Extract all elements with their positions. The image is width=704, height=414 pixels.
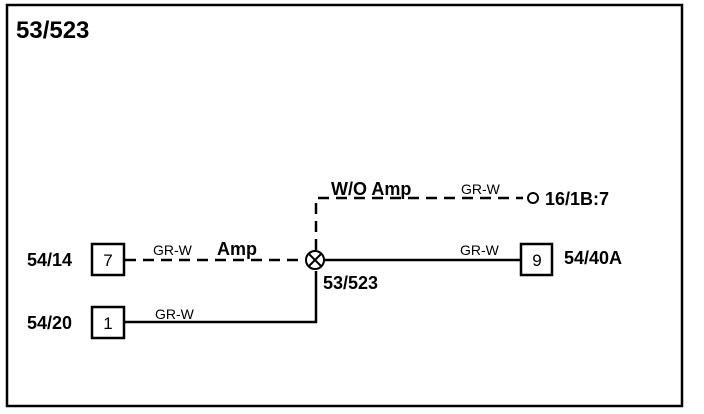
wire-color-label: GR-W — [153, 242, 193, 258]
diagram-frame — [5, 3, 684, 408]
splice-symbol — [305, 250, 325, 270]
wire-color-label: GR-W — [155, 306, 195, 322]
wire-color-label: GR-W — [461, 181, 501, 197]
option-label-wo-amp: W/O Amp — [331, 179, 411, 199]
terminal-label: 16/1B:7 — [545, 189, 609, 209]
connector-pin-number: 7 — [103, 251, 112, 270]
terminal-circle-icon — [527, 192, 539, 204]
connector-ref-right: 54/40A — [564, 248, 622, 268]
splice-label: 53/523 — [323, 273, 378, 293]
wire-wo-amp-dashed — [314, 196, 523, 250]
connector-pin-number: 1 — [103, 314, 112, 333]
diagram-title: 53/523 — [16, 17, 89, 44]
connector-pin-box — [90, 242, 126, 277]
connector-pin-box — [90, 305, 126, 340]
connector-pin-number: 9 — [532, 251, 541, 270]
connector-pin-box — [519, 242, 554, 277]
option-label-amp: Amp — [217, 239, 257, 259]
connector-ref-left-top: 54/14 — [27, 250, 72, 270]
wire-color-label: GR-W — [460, 242, 500, 258]
wire-from-54-20 — [124, 271, 318, 324]
connector-ref-left-bottom: 54/20 — [27, 313, 72, 333]
